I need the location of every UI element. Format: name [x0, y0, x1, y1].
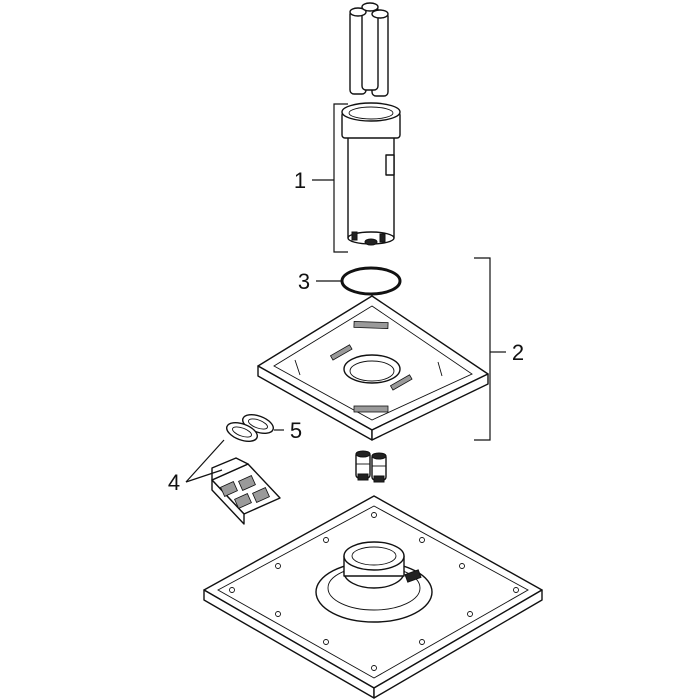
callout-label-1: 1	[294, 168, 306, 193]
installation-housing	[341, 102, 401, 246]
callout-1-bracket	[312, 103, 348, 253]
callout-label-2: 2	[512, 340, 524, 365]
pipe-bundle	[349, 2, 389, 97]
seal-pads	[226, 414, 274, 442]
callout-label-3: 3	[298, 269, 310, 294]
connector-set	[355, 450, 387, 483]
callout-label-5: 5	[290, 418, 302, 443]
cover-frame	[257, 295, 489, 441]
o-ring	[340, 266, 402, 296]
callout-4-leader	[185, 439, 225, 483]
callout-label-4: 4	[168, 470, 180, 495]
mounting-plate	[203, 495, 543, 699]
callout-2-bracket	[474, 257, 506, 441]
mounting-bracket	[211, 457, 281, 525]
